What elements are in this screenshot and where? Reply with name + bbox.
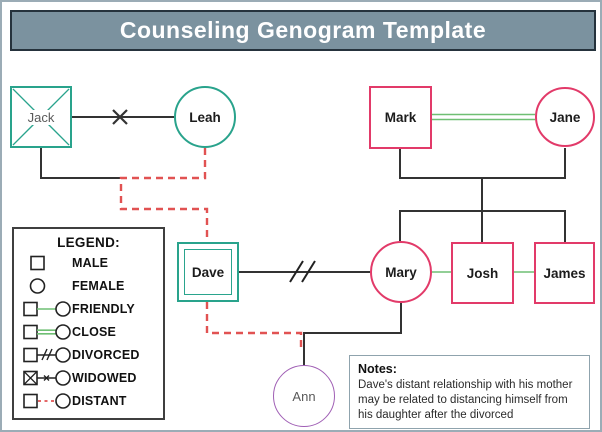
female-circle-icon (14, 277, 72, 295)
close-double-line-icon (14, 323, 72, 341)
node-ann[interactable]: Ann (273, 365, 335, 427)
green-relationship-lines (432, 113, 535, 273)
distant-dashed-line-icon (14, 392, 72, 410)
node-label: James (541, 265, 588, 281)
legend-label: WIDOWED (72, 370, 137, 385)
legend-label: FEMALE (72, 279, 125, 294)
node-label: Jane (547, 109, 583, 125)
jack-descent-line (40, 148, 120, 179)
legend-label: DIVORCED (72, 347, 140, 362)
node-label: Josh (464, 265, 501, 281)
divorced-slashes-icon (14, 346, 72, 364)
legend-item-close: CLOSE (14, 321, 163, 344)
leah-dave-distant-line (119, 148, 209, 242)
node-label: Jack (25, 109, 57, 125)
notes-title: Notes: (358, 362, 397, 376)
notes-body: Dave's distant relationship with his mot… (358, 379, 573, 421)
legend-item-female: FEMALE (14, 275, 163, 298)
node-label: Ann (290, 388, 318, 404)
node-jack[interactable]: Jack (10, 86, 72, 148)
node-jane[interactable]: Jane (535, 87, 595, 147)
legend-item-widowed: WIDOWED (14, 366, 163, 389)
legend-label: MALE (72, 256, 109, 271)
title-bar: Counseling Genogram Template (10, 10, 596, 51)
distant-relationship-lines (119, 148, 303, 349)
node-mark[interactable]: Mark (369, 86, 432, 149)
legend-item-divorced: DIVORCED (14, 343, 163, 366)
node-label: Leah (187, 109, 223, 125)
legend-box[interactable]: LEGEND: MALE FEMALE FRIENDLY (12, 227, 165, 420)
friendly-line-icon (14, 300, 72, 318)
male-square-icon (14, 254, 72, 272)
widowed-x-marker (112, 109, 128, 125)
divorce-slashes-marker (289, 260, 316, 283)
node-label: Dave (189, 264, 227, 280)
legend-title: LEGEND: (57, 235, 120, 250)
legend-item-male: MALE (14, 252, 163, 275)
legend-label: DISTANT (72, 393, 127, 408)
index-person-inner-square (184, 249, 232, 295)
page-title: Counseling Genogram Template (119, 17, 487, 43)
legend-item-distant: DISTANT (14, 389, 163, 412)
notes-box[interactable]: Notes: Dave's distant relationship with … (349, 355, 590, 429)
legend-item-friendly: FRIENDLY (14, 298, 163, 321)
legend-label: FRIENDLY (72, 302, 135, 317)
node-dave[interactable]: Dave (177, 242, 239, 302)
family-lines (40, 116, 566, 365)
node-josh[interactable]: Josh (451, 242, 514, 304)
node-james[interactable]: James (534, 242, 595, 304)
legend-label: CLOSE (72, 325, 117, 339)
dave-ann-distant-line (205, 302, 303, 349)
node-leah[interactable]: Leah (174, 86, 236, 148)
widowed-x-icon (14, 369, 72, 387)
mary-ann-line (303, 303, 402, 365)
node-mary[interactable]: Mary (370, 241, 432, 303)
mark-jane-descent-line (399, 148, 566, 179)
node-label: Mary (383, 264, 419, 280)
node-label: Mark (382, 110, 419, 125)
